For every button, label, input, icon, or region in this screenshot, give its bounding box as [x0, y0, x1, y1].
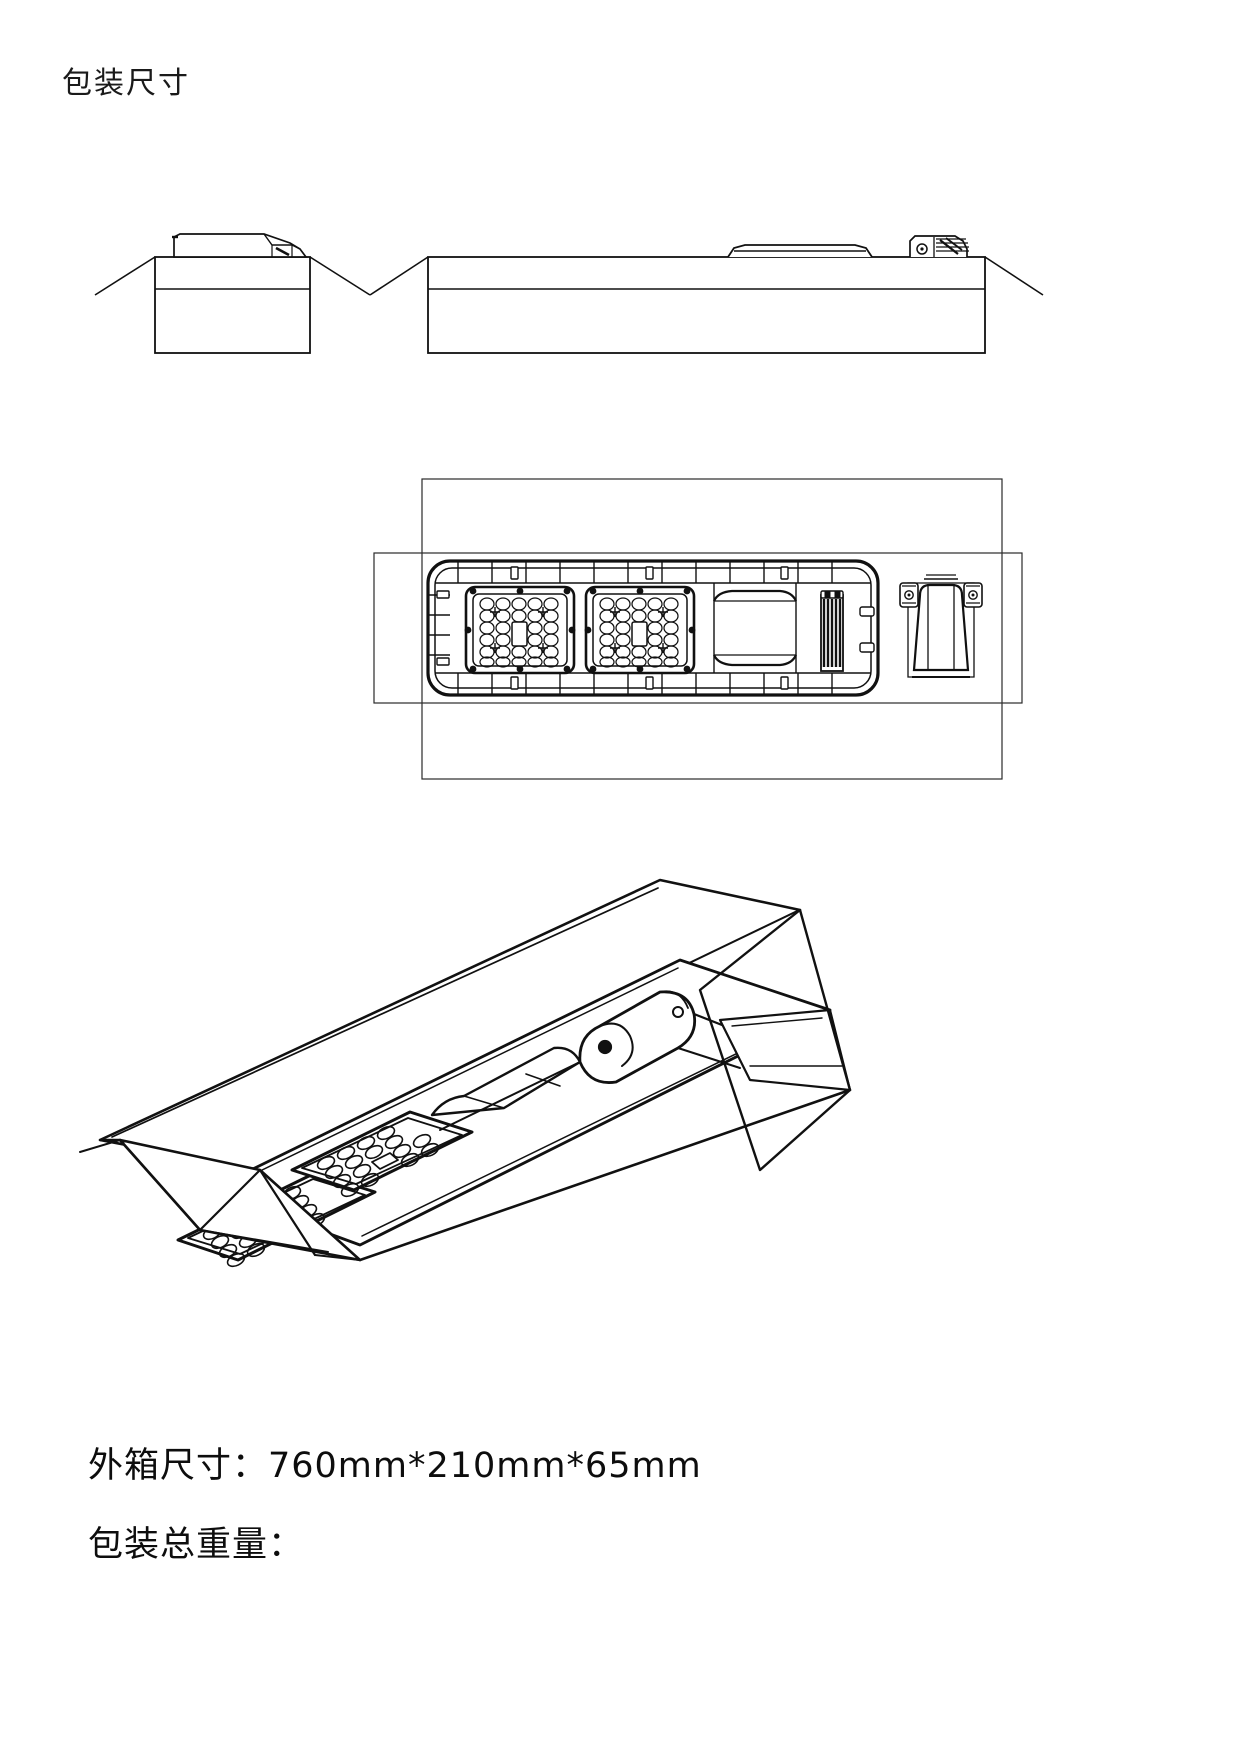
- module-1-connector: [511, 621, 528, 647]
- housing-side-lugs: [859, 606, 875, 653]
- end-elevation-view: [94, 233, 371, 354]
- module-1-screws: [490, 607, 548, 653]
- side-elevation-view: [369, 235, 1044, 354]
- led-module-1: [464, 585, 576, 675]
- module-2-connector: [631, 621, 648, 647]
- page-title: 包装尺寸: [62, 66, 190, 101]
- module-2-screws: [610, 607, 668, 653]
- module-1-lens-array: [479, 597, 559, 668]
- driver-compartment: [712, 583, 798, 673]
- mounting-bracket-detail: [909, 235, 969, 257]
- led-module-2: [584, 585, 696, 675]
- isometric-view-group: [60, 840, 890, 1320]
- carton-outline-vertical: [421, 478, 1003, 780]
- module-2-mount-dots: [584, 587, 696, 673]
- iso-module-2-connector: [371, 1152, 399, 1170]
- bracket-clamp-ears: [899, 582, 983, 608]
- module-2-lens-array: [599, 597, 679, 668]
- iso-heatsink-end: [718, 1008, 852, 1092]
- pole-mount-bracket: [899, 574, 983, 678]
- carton-left-flap: [79, 1139, 121, 1153]
- plan-view-group: [340, 455, 1100, 805]
- carton-size-text: 外箱尺寸：760mm*210mm*65mm: [88, 1446, 702, 1486]
- housing-screw-bosses: [436, 566, 789, 690]
- heatsink-fins: [820, 590, 844, 672]
- iso-led-module-2: [290, 1110, 474, 1198]
- carton-right-flap: [358, 908, 852, 1262]
- carton-outline-horizontal: [373, 552, 1023, 704]
- iso-driver-cover: [430, 1046, 582, 1131]
- module-1-mount-dots: [464, 587, 576, 673]
- luminaire-plan: [426, 559, 880, 697]
- total-weight-text: 包装总重量：: [88, 1525, 305, 1565]
- elevation-views-group: [0, 215, 1241, 400]
